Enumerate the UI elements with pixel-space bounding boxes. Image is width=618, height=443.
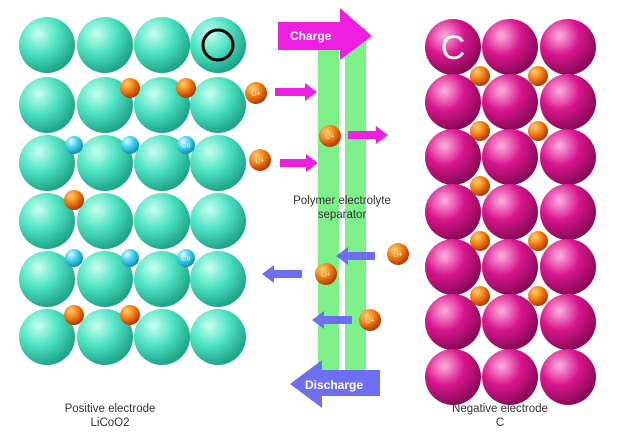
carbon-atom: [540, 19, 596, 75]
oxygen-atom: [19, 17, 75, 73]
lithium-atom: [470, 286, 490, 306]
lithium-atom: [176, 78, 196, 98]
carbon-atom: [540, 294, 596, 350]
oxygen-atom: [19, 251, 75, 307]
discharge-arrow: Discharge: [290, 360, 380, 408]
oxygen-atom: [134, 135, 190, 191]
carbon-atom: [540, 129, 596, 185]
svg-text:Li+: Li+: [255, 157, 265, 164]
oxygen-symbol: [201, 28, 235, 62]
svg-text:Co: Co: [182, 255, 191, 262]
charge-direction-arrow: [280, 154, 318, 172]
cobalt-atom: [121, 249, 139, 267]
lithium-ion: Li+: [359, 309, 381, 331]
oxygen-atom: [190, 251, 246, 307]
oxygen-atom: [134, 77, 190, 133]
discharge-direction-arrow: [312, 311, 352, 329]
lithium-atom: [528, 66, 548, 86]
lithium-ion: Li+: [315, 263, 337, 285]
oxygen-atom: [190, 309, 246, 365]
cobalt-atom: [65, 136, 83, 154]
oxygen-atom: [19, 309, 75, 365]
carbon-atom: [540, 349, 596, 405]
lithium-atom: [470, 231, 490, 251]
oxygen-atom: [134, 309, 190, 365]
carbon-atom: [425, 74, 481, 130]
cobalt-atom: [121, 136, 139, 154]
carbon-atom: [482, 19, 538, 75]
oxygen-atom: [77, 77, 133, 133]
oxygen-atom: [19, 135, 75, 191]
charge-arrow: Charge: [278, 8, 372, 60]
carbon-atom: [482, 129, 538, 185]
cobalt-atom: Co: [177, 136, 195, 154]
separator-label: Polymer electrolyte: [293, 195, 391, 207]
svg-text:Li+: Li+: [365, 317, 375, 324]
carbon-atom: [425, 19, 481, 75]
cobalt-atom: Co: [177, 249, 195, 267]
carbon-atom: [425, 349, 481, 405]
oxygen-atom: [19, 193, 75, 249]
carbon-atom: [482, 74, 538, 130]
oxygen-atom: [19, 77, 75, 133]
svg-text:Li+: Li+: [325, 133, 335, 140]
lithium-ion: Li+: [387, 243, 409, 265]
cobalt-atom: [65, 249, 83, 267]
svg-text:Discharge: Discharge: [305, 378, 363, 392]
oxygen-atom: [134, 193, 190, 249]
carbon-atom: [425, 129, 481, 185]
carbon-atom: [482, 239, 538, 295]
charge-direction-arrow: [348, 126, 388, 144]
carbon-atom: [482, 349, 538, 405]
separator-layer: [345, 28, 366, 370]
oxygen-atom: [77, 193, 133, 249]
lithium-atom: [64, 305, 84, 325]
svg-text:Li+: Li+: [321, 271, 331, 278]
carbon-atom: [482, 294, 538, 350]
lithium-atom: [470, 66, 490, 86]
lithium-atom: [470, 121, 490, 141]
lithium-atom: [528, 286, 548, 306]
carbon-atom: [540, 239, 596, 295]
charge-direction-arrow: [275, 83, 317, 101]
carbon-atom: [425, 239, 481, 295]
lithium-atom: [64, 190, 84, 210]
oxygen-atom: [77, 251, 133, 307]
carbon-atom: [425, 184, 481, 240]
carbon-symbol: C: [441, 29, 466, 67]
separator-label: separator: [318, 209, 367, 221]
lithium-atom: [470, 176, 490, 196]
oxygen-atom: [134, 17, 190, 73]
lithium-atom: [120, 78, 140, 98]
lithium-ion: Li+: [245, 82, 267, 104]
svg-text:Co: Co: [182, 142, 191, 149]
discharge-direction-arrow: [262, 265, 302, 283]
svg-text:Charge: Charge: [290, 29, 332, 43]
lithium-atom: [528, 231, 548, 251]
oxygen-atom: [134, 251, 190, 307]
lithium-atom: [120, 305, 140, 325]
oxygen-atom: [77, 17, 133, 73]
oxygen-atom: [190, 77, 246, 133]
lithium-ion: Li+: [249, 149, 271, 171]
oxygen-atom: [190, 193, 246, 249]
oxygen-atom: [190, 135, 246, 191]
carbon-atom: [482, 184, 538, 240]
oxygen-atom: [190, 17, 246, 73]
oxygen-atom: [77, 309, 133, 365]
discharge-direction-arrow: [336, 247, 375, 265]
svg-text:Li+: Li+: [251, 90, 261, 97]
lithium-ion: Li+: [319, 125, 341, 147]
svg-text:Li+: Li+: [393, 251, 403, 258]
oxygen-atom: [77, 135, 133, 191]
carbon-atom: [540, 74, 596, 130]
carbon-atom: [425, 294, 481, 350]
lithium-atom: [528, 121, 548, 141]
carbon-atom: [540, 184, 596, 240]
